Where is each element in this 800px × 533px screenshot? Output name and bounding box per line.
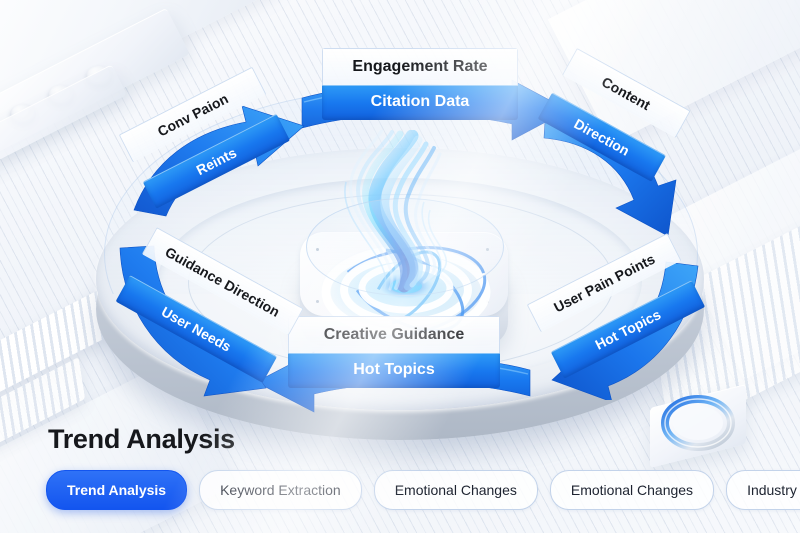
tab-trend-analysis[interactable]: Trend Analysis [46,470,188,510]
tab-industry-report[interactable]: Industry Report [726,470,800,510]
decor-ring-object [650,384,746,468]
ring-icon [661,395,735,451]
label-engagement-top: Engagement Rate [322,48,518,85]
cycle-arrow-engagement[interactable]: Engagement Rate Citation Data [300,48,580,148]
glass-cylinder [306,198,504,296]
cycle-arrow-pain-points[interactable]: User Pain Points Hot Topics [522,232,712,400]
cycle-arrow-content[interactable]: Content Direction [537,47,710,236]
cycle-arrow-guidance[interactable]: Guidance Direction User Needs [100,227,304,400]
tab-bar: Trend Analysis Keyword Extraction Emotio… [46,470,800,510]
label-plate-engagement: Engagement Rate Citation Data [322,48,518,120]
tab-emotional-changes-2[interactable]: Emotional Changes [549,470,715,510]
label-creative-top: Creative Guidance [288,316,500,353]
cycle-arrow-conversion[interactable]: Conv Paion Reints [118,66,318,218]
page-title: Trend Analysis [48,424,235,454]
label-plate-creative: Creative Guidance Hot Topics [288,316,500,388]
tab-keyword-extraction[interactable]: Keyword Extraction [199,470,362,510]
tab-emotional-changes-1[interactable]: Emotional Changes [373,470,538,510]
label-engagement-bottom: Citation Data [322,84,518,120]
label-creative-bottom: Hot Topics [288,352,500,388]
